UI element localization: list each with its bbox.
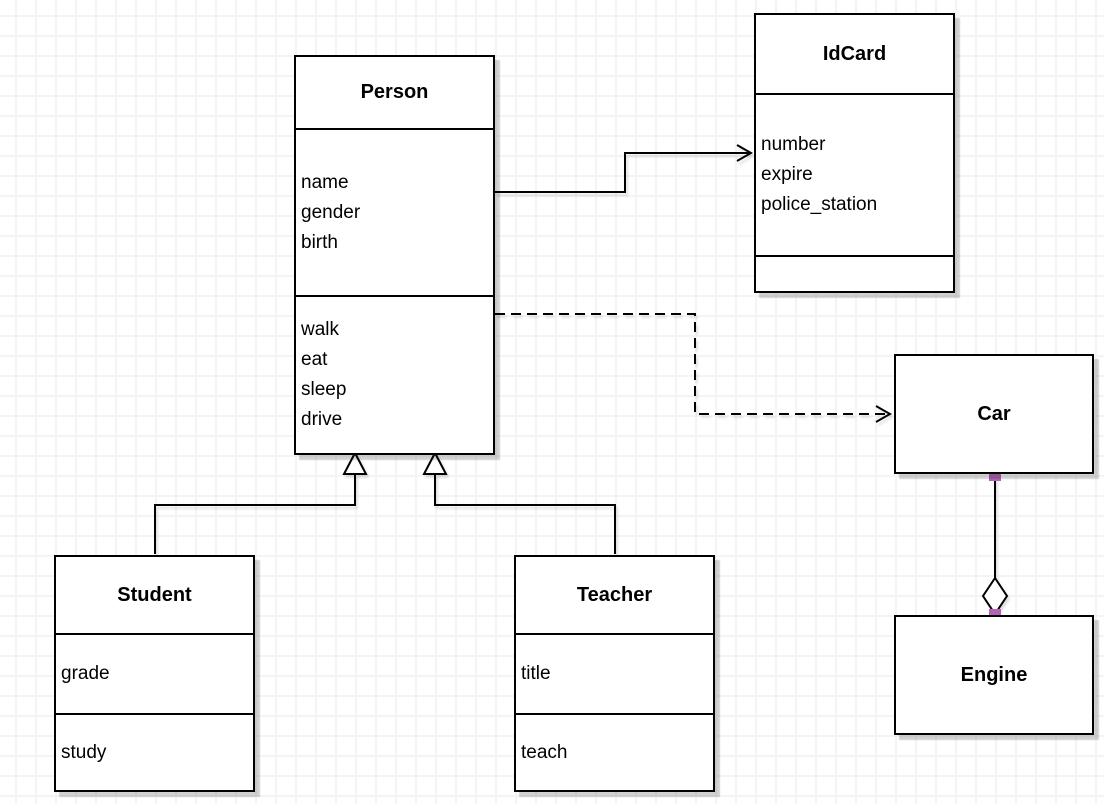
- class-person[interactable]: Person name gender birth walk eat sleep …: [294, 55, 495, 455]
- class-idcard[interactable]: IdCard number expire police_station: [754, 13, 955, 293]
- class-title: Car: [977, 402, 1011, 425]
- open-arrow-icon: [875, 405, 893, 423]
- class-title: Engine: [960, 663, 1028, 686]
- class-title: IdCard: [822, 42, 887, 65]
- class-title: Student: [117, 583, 192, 606]
- generalization-teacher-person[interactable]: [422, 450, 616, 554]
- class-car[interactable]: Car: [894, 354, 1094, 474]
- class-methods: study: [56, 713, 253, 790]
- dependency-person-car[interactable]: [495, 313, 893, 423]
- class-teacher[interactable]: Teacher title teach: [514, 555, 715, 792]
- class-engine[interactable]: Engine: [894, 615, 1094, 735]
- association-person-idcard[interactable]: [495, 144, 754, 193]
- hollow-diamond-icon: [981, 576, 1009, 616]
- class-student[interactable]: Student grade study: [54, 555, 255, 792]
- class-title: Teacher: [576, 583, 653, 606]
- generalization-student-person[interactable]: [154, 450, 368, 554]
- class-methods: [756, 255, 953, 291]
- class-methods: teach: [516, 713, 713, 790]
- open-arrow-icon: [736, 144, 754, 162]
- aggregation-car-engine[interactable]: [981, 469, 1009, 621]
- hollow-triangle-icon: [342, 450, 368, 475]
- class-title: Person: [360, 81, 429, 103]
- class-methods: walk eat sleep drive: [296, 295, 493, 453]
- class-attributes: title: [516, 633, 713, 713]
- class-attributes: grade: [56, 633, 253, 713]
- hollow-triangle-icon: [422, 450, 448, 475]
- class-attributes: number expire police_station: [756, 93, 953, 255]
- class-attributes: name gender birth: [296, 128, 493, 295]
